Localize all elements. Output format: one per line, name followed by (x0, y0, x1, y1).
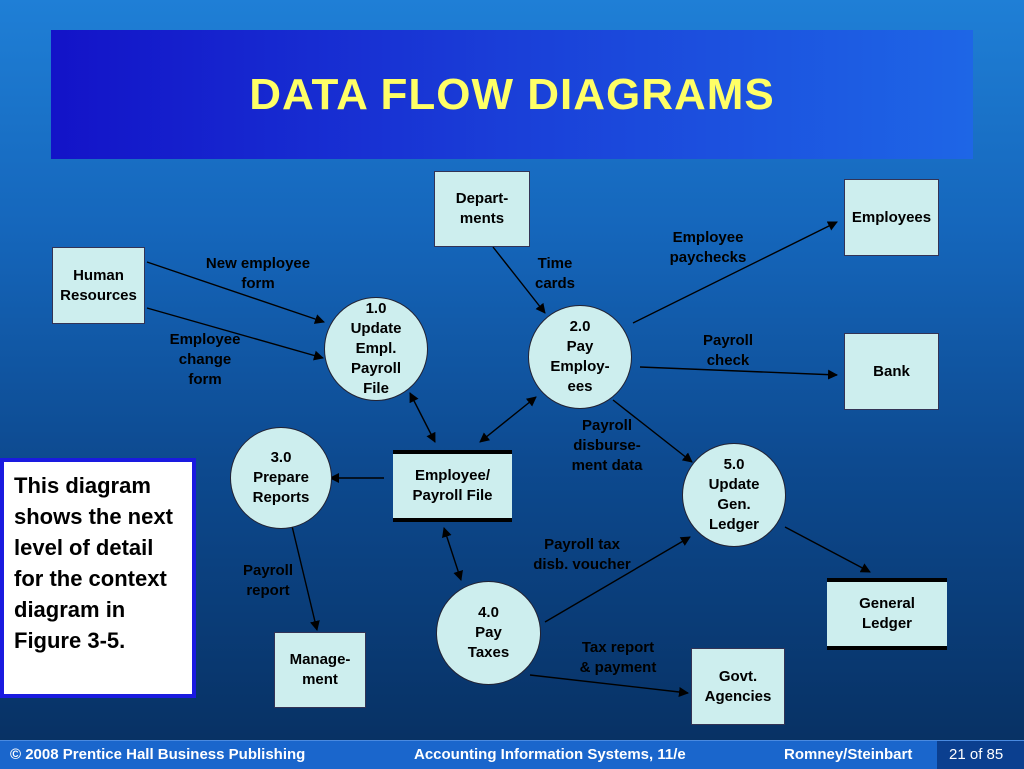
entity-bank: Bank (844, 333, 939, 410)
process-label: 1.0 Update Empl. Payroll File (350, 300, 402, 397)
process-label: 2.0 Pay Employ- ees (550, 318, 610, 395)
note-text: This diagram shows the next level of det… (14, 473, 173, 653)
arrow-tax-report (529, 674, 689, 697)
flow-label-time-cards: Time cards (534, 255, 576, 292)
process-4-pay-taxes: 4.0 Pay Taxes (436, 581, 541, 685)
entity-label: General Ledger (859, 595, 915, 632)
explanation-note: This diagram shows the next level of det… (0, 458, 196, 698)
footer-authors: Romney/Steinbart (784, 746, 913, 763)
arrow-store-p4 (442, 527, 463, 581)
flow-label-payroll-disbursement: Payroll disburse- ment data (571, 417, 643, 474)
arrow-employee-paychecks (632, 221, 838, 324)
process-label: 5.0 Update Gen. Ledger (708, 456, 760, 533)
arrow-payroll-report (291, 525, 320, 631)
process-5-update-gen-ledger: 5.0 Update Gen. Ledger (682, 443, 786, 547)
arrow-payroll-check (639, 366, 838, 380)
arrow-payroll-tax-voucher (544, 536, 691, 623)
entity-label: Employees (851, 208, 932, 226)
entity-employees: Employees (844, 179, 939, 256)
arrow-p1-store (409, 392, 436, 443)
process-1-update-payroll-file: 1.0 Update Empl. Payroll File (324, 297, 428, 401)
arrow-time-cards (492, 246, 546, 314)
flow-label-payroll-tax-voucher: Payroll tax disb. voucher (533, 536, 631, 573)
entity-general-ledger: General Ledger (827, 578, 947, 650)
arrow-payroll-disbursement (612, 399, 693, 463)
slide-title: DATA FLOW DIAGRAMS (249, 69, 775, 119)
arrow-p2-store (479, 396, 537, 443)
flow-label-payroll-report: Payroll report (242, 562, 294, 599)
flow-label-employee-change-form: Employee change form (169, 331, 241, 388)
process-label: 3.0 Prepare Reports (252, 449, 310, 506)
datastore-employee-payroll-file: Employee/ Payroll File (393, 450, 512, 522)
entity-human-resources: Human Resources (52, 247, 145, 324)
arrow-p5-ledger (784, 526, 871, 573)
flow-label-new-employee-form: New employee form (205, 255, 311, 292)
arrow-new-employee-form (146, 261, 325, 324)
arrow-employee-change-form (146, 307, 324, 361)
entity-label: Depart- ments (455, 190, 509, 227)
title-bar: DATA FLOW DIAGRAMS (51, 30, 973, 159)
process-3-prepare-reports: 3.0 Prepare Reports (230, 427, 332, 529)
flow-label-payroll-check: Payroll check (702, 332, 754, 369)
footer-book-title: Accounting Information Systems, 11/e (414, 746, 686, 763)
entity-management: Manage- ment (274, 632, 366, 708)
entity-govt-agencies: Govt. Agencies (691, 648, 785, 725)
datastore-label: Employee/ Payroll File (412, 467, 493, 504)
entity-label: Govt. Agencies (704, 667, 772, 705)
process-2-pay-employees: 2.0 Pay Employ- ees (528, 305, 632, 409)
flow-label-employee-paychecks: Employee paychecks (669, 229, 747, 266)
page-number: 21 of 85 (949, 746, 1004, 763)
entity-label: Bank (873, 362, 910, 380)
footer-bar: © 2008 Prentice Hall Business Publishing… (0, 740, 1024, 769)
footer-copyright: © 2008 Prentice Hall Business Publishing (10, 746, 306, 763)
entity-label: Human Resources (60, 266, 137, 304)
page-indicator: 21 of 85 (937, 741, 1024, 769)
flow-label-tax-report: Tax report & payment (579, 639, 657, 676)
process-label: 4.0 Pay Taxes (467, 604, 510, 661)
entity-label: Manage- ment (289, 651, 351, 688)
entity-departments: Depart- ments (434, 171, 530, 247)
